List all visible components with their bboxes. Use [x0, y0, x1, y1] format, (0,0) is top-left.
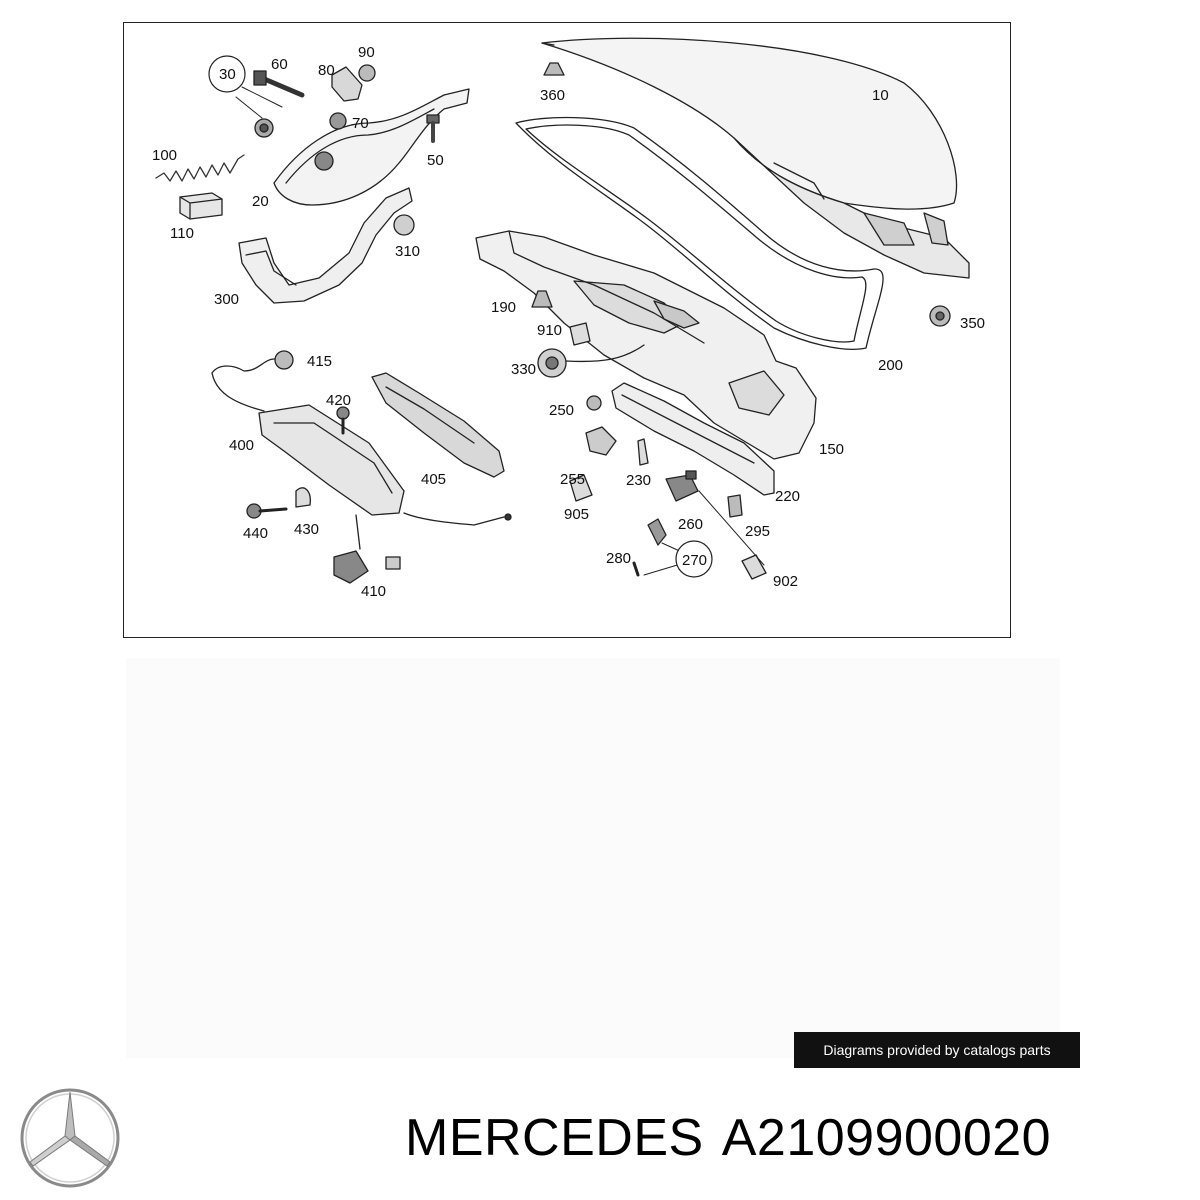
- part-label-220: 220: [775, 488, 800, 505]
- trunk-lid: [541, 37, 970, 279]
- part-label-360: 360: [540, 87, 565, 104]
- exploded-view-drawing: 10 20 30 50 60 70 80 90 100 110 150 190 …: [152, 37, 985, 600]
- grommet-330: [537, 344, 645, 378]
- bracket-902: [741, 554, 767, 580]
- part-label-400: 400: [229, 437, 254, 454]
- part-number: A2109900020: [721, 1109, 1052, 1167]
- part-label-300: 300: [214, 291, 239, 308]
- trunk-handle-strip: [611, 382, 775, 496]
- block-110: [179, 192, 223, 220]
- part-label-70: 70: [352, 115, 369, 132]
- screw-420: [336, 406, 350, 435]
- credit-badge: Diagrams provided by catalogs parts: [794, 1032, 1080, 1068]
- part-label-10: 10: [872, 87, 889, 104]
- part-label-405: 405: [421, 471, 446, 488]
- part-label-430: 430: [294, 521, 319, 538]
- bolt-60: [253, 70, 305, 98]
- clip-350: [929, 305, 951, 327]
- part-label-190: 190: [491, 299, 516, 316]
- part-label-310: 310: [395, 243, 420, 260]
- clip-360: [543, 62, 565, 76]
- part-label-200: 200: [878, 357, 903, 374]
- trunk-inner-trim-panel: [475, 230, 817, 460]
- trunk-seal: [515, 116, 884, 350]
- nut-70: [329, 112, 347, 130]
- parts-diagram: 10 20 30 50 60 70 80 90 100 110 150 190 …: [123, 22, 1011, 638]
- bracket-80: [331, 66, 363, 102]
- bulb-280: [632, 518, 667, 577]
- cover-430: [295, 487, 311, 508]
- part-number-labels: 10 20 30 50 60 70 80 90 100 110 150 190 …: [152, 44, 985, 600]
- nut-90: [358, 64, 376, 82]
- part-label-250: 250: [549, 402, 574, 419]
- lock-actuator-400: [211, 358, 512, 526]
- part-label-80: 80: [318, 62, 335, 79]
- mercedes-star-logo: [20, 1088, 120, 1188]
- switch-255: [585, 426, 617, 456]
- watermark-panel: [126, 658, 1060, 1058]
- part-label-260: 260: [678, 516, 703, 533]
- part-label-100: 100: [152, 147, 177, 164]
- part-label-350: 350: [960, 315, 985, 332]
- part-label-905: 905: [564, 506, 589, 523]
- part-label-415: 415: [307, 353, 332, 370]
- bracket-905: [569, 474, 593, 502]
- screw-50: [426, 114, 440, 143]
- brand-name: MERCEDES: [405, 1109, 704, 1167]
- part-label-255: 255: [560, 471, 585, 488]
- part-label-420: 420: [326, 392, 351, 409]
- clip-310: [393, 214, 415, 236]
- part-label-295: 295: [745, 523, 770, 540]
- part-label-280: 280: [606, 550, 631, 567]
- trunk-hinge: [254, 88, 470, 206]
- clip-230: [637, 438, 649, 466]
- camera-260: [665, 470, 699, 502]
- part-label-60: 60: [271, 56, 288, 73]
- part-label-902: 902: [773, 573, 798, 590]
- part-label-110: 110: [170, 225, 194, 242]
- brand-part-heading: MERCEDES A2109900020: [405, 1108, 1051, 1168]
- part-label-30: 30: [219, 66, 236, 83]
- part-label-150: 150: [819, 441, 844, 458]
- part-label-230: 230: [626, 472, 651, 489]
- part-label-330: 330: [511, 361, 536, 378]
- part-label-440: 440: [243, 525, 268, 542]
- part-label-20: 20: [252, 193, 269, 210]
- clip-295: [727, 494, 743, 518]
- part-label-90: 90: [358, 44, 375, 61]
- clip-190: [531, 290, 553, 308]
- callout-circles: [208, 55, 713, 578]
- clip-250: [586, 395, 602, 411]
- switch-415: [274, 350, 294, 370]
- spring-100: [155, 154, 245, 182]
- part-label-910: 910: [537, 322, 562, 339]
- connector-910: [569, 322, 591, 346]
- bolt-440: [246, 503, 288, 519]
- part-label-270: 270: [682, 552, 707, 569]
- credit-text: Diagrams provided by catalogs parts: [823, 1042, 1051, 1058]
- part-label-50: 50: [427, 152, 444, 169]
- part-label-410: 410: [361, 583, 386, 600]
- lock-rail-405: [371, 372, 505, 478]
- hinge-cover: [238, 187, 413, 304]
- motor-410: [333, 514, 401, 584]
